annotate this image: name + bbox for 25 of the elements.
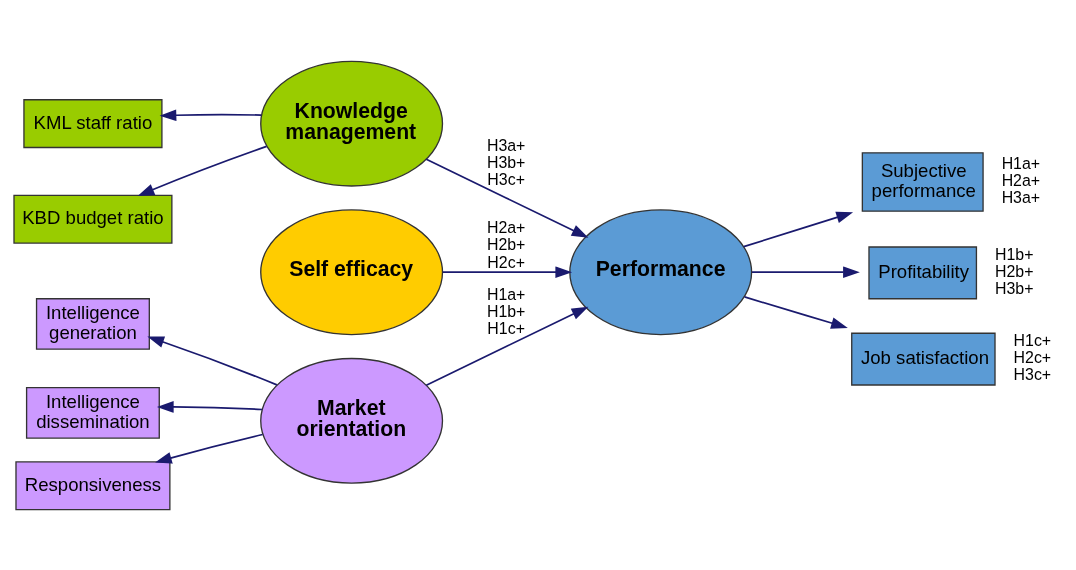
node-ellipse: Market orientation	[260, 357, 444, 484]
node-box: Intelligence dissemination	[25, 386, 160, 439]
node-box: KML staff ratio	[23, 98, 163, 148]
edge-label: H1a+ H1b+ H1c+	[486, 285, 526, 337]
node-label: H1c+ H2c+ H3c+	[1013, 331, 1052, 383]
arrow	[155, 433, 264, 464]
node-label: H1a+ H2a+ H3a+	[1001, 154, 1041, 206]
node-ellipse: Self efficacy	[260, 208, 444, 335]
node-box: Intelligence generation	[35, 297, 150, 350]
node-ellipse: Knowledge management	[260, 60, 444, 187]
node-label: H1b+ H2b+ H3b+	[995, 245, 1034, 297]
arrow	[147, 335, 278, 386]
arrow	[156, 400, 263, 413]
arrow	[159, 108, 263, 121]
arrow	[425, 157, 589, 238]
arrow	[425, 306, 589, 386]
node-box: Responsiveness	[15, 460, 171, 510]
edge-label: H2a+ H2b+ H2c+	[486, 218, 526, 271]
arrow	[751, 265, 860, 278]
arrow	[441, 265, 573, 278]
arrow	[742, 211, 854, 247]
arrow	[743, 295, 848, 329]
arrow	[137, 145, 268, 196]
edge-label: H3a+ H3b+ H3c+	[486, 136, 526, 188]
node-box: KBD budget ratio	[13, 194, 173, 244]
